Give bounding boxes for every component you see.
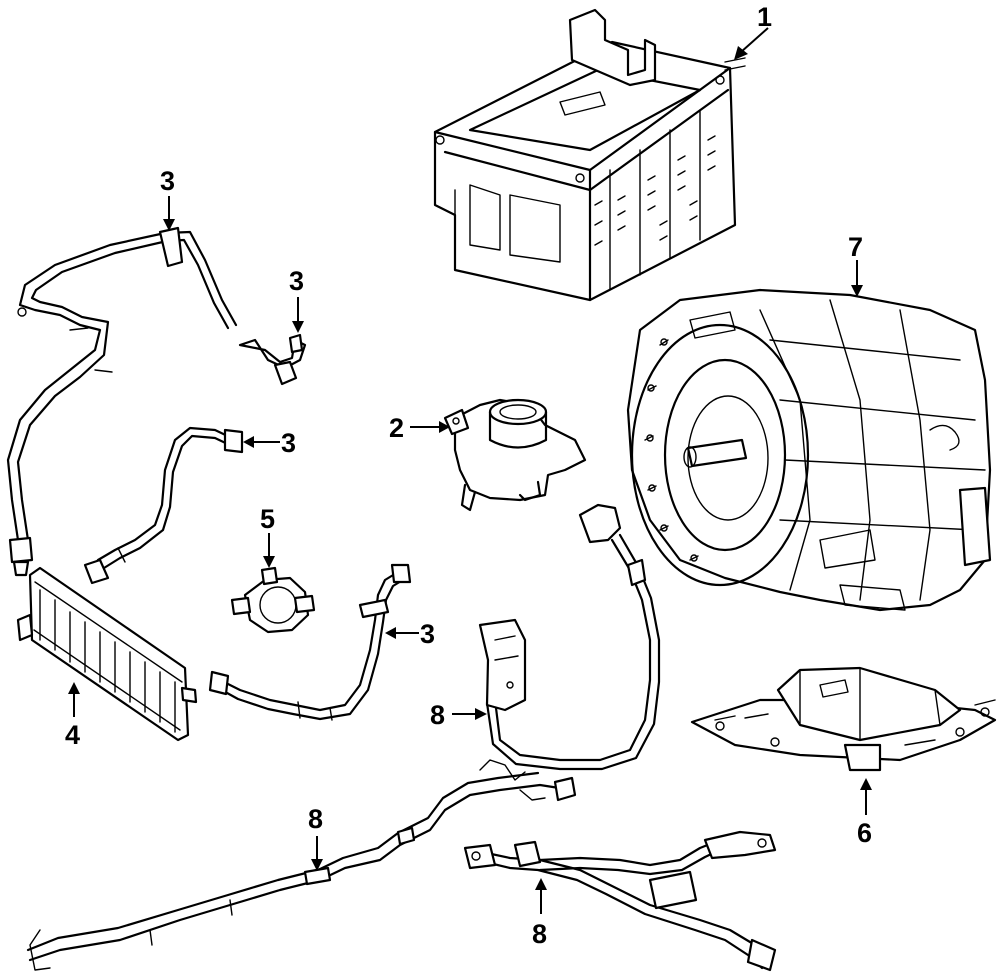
callout-3-middle: 3 xyxy=(243,428,296,458)
callout-4: 4 xyxy=(65,682,80,750)
callout-number: 8 xyxy=(532,919,547,949)
callout-number: 6 xyxy=(857,818,872,848)
callout-8-center: 8 xyxy=(430,700,487,730)
callout-3-fitting: 3 xyxy=(289,266,304,333)
callout-3-lower: 3 xyxy=(385,619,435,649)
part-7-transmission-case[interactable] xyxy=(626,288,992,612)
part-4-cooler[interactable] xyxy=(16,566,198,742)
callout-5: 5 xyxy=(260,504,275,568)
callout-number: 3 xyxy=(420,619,435,649)
callout-number: 3 xyxy=(289,266,304,296)
part-8-wiring-harness[interactable] xyxy=(26,759,577,971)
callout-number: 5 xyxy=(260,504,275,534)
callout-3-top: 3 xyxy=(160,166,175,231)
callout-number: 2 xyxy=(389,413,404,443)
part-3-coolant-hose-lower[interactable] xyxy=(208,563,412,721)
callout-number: 3 xyxy=(281,428,296,458)
part-6-control-module[interactable] xyxy=(690,666,997,772)
callout-2: 2 xyxy=(389,413,450,443)
part-5-water-pump[interactable] xyxy=(230,566,316,634)
part-3-coolant-hose-middle[interactable] xyxy=(83,426,244,585)
part-3-hose-fitting[interactable] xyxy=(238,333,307,386)
part-8-cable-center[interactable] xyxy=(478,503,661,771)
callout-7: 7 xyxy=(848,232,863,297)
callout-number: 8 xyxy=(430,700,445,730)
part-2-pump-housing[interactable] xyxy=(443,398,587,512)
callout-number: 8 xyxy=(308,804,323,834)
part-8-battery-cable[interactable] xyxy=(463,830,777,972)
callout-number: 3 xyxy=(160,166,175,196)
callout-number: 7 xyxy=(848,232,863,262)
callout-1: 1 xyxy=(734,2,772,60)
callout-6: 6 xyxy=(857,778,872,848)
part-3-coolant-hose-long[interactable] xyxy=(6,226,238,577)
callout-number: 4 xyxy=(65,720,80,750)
callout-8-harness: 8 xyxy=(308,804,323,871)
callout-8-battery-cable: 8 xyxy=(532,878,547,949)
callout-number: 1 xyxy=(757,2,772,32)
part-1-battery-module[interactable] xyxy=(433,8,746,302)
